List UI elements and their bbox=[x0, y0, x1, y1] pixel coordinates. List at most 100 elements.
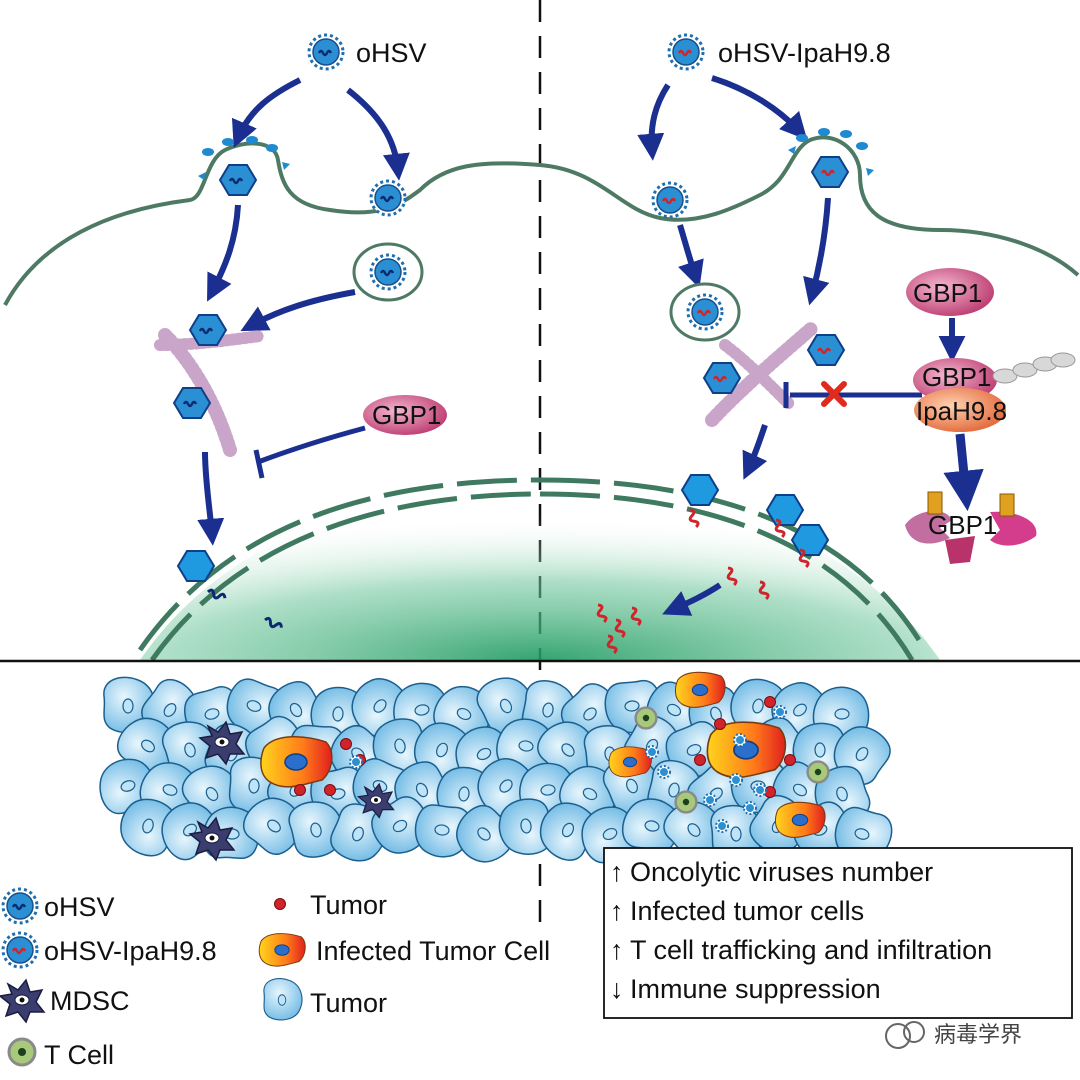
summary-arrow: ↓ bbox=[610, 974, 624, 1004]
summary-text: T cell trafficking and infiltration bbox=[630, 935, 992, 965]
legend-tumor-cell-icon bbox=[263, 977, 303, 1021]
capsid-icon bbox=[702, 361, 742, 395]
entry-arrow bbox=[711, 75, 808, 140]
empty-capsid-icon bbox=[766, 494, 804, 526]
gbp1-protein bbox=[906, 268, 994, 316]
inhibition-bar bbox=[253, 449, 265, 479]
microtubule bbox=[705, 321, 819, 427]
tumor-antigen-dot bbox=[764, 696, 776, 708]
summary-text: Immune suppression bbox=[630, 974, 881, 1004]
legend-item-label: oHSV-IpaH9.8 bbox=[44, 936, 217, 966]
empty-capsid-icon bbox=[681, 474, 719, 506]
nuclear-entry-arrow bbox=[662, 582, 722, 616]
blocked-x-icon bbox=[821, 381, 847, 407]
complex-ipah-label: IpaH9.8 bbox=[916, 396, 1007, 426]
microtubule bbox=[154, 328, 266, 457]
t-cell bbox=[634, 706, 658, 730]
watermark-text: 病毒学界 bbox=[934, 1022, 1022, 1047]
right-panel: oHSV-IpaH9.8 GBP1 bbox=[593, 33, 1076, 656]
infected-tumor-cell bbox=[706, 721, 787, 779]
t-cell bbox=[806, 760, 830, 784]
ohsv-virus-icon bbox=[307, 33, 345, 71]
summary-text: Infected tumor cells bbox=[630, 896, 864, 926]
degraded-gbp1 bbox=[905, 491, 1037, 564]
cell-membrane bbox=[3, 135, 1080, 306]
legend-ohsv-icon bbox=[1, 887, 39, 925]
gbp1-top-label: GBP1 bbox=[913, 278, 982, 308]
ohsv-virus-icon bbox=[369, 253, 407, 291]
entry-arrow bbox=[231, 77, 302, 148]
capsid-icon bbox=[806, 333, 846, 367]
legend-ohsv-ipah-icon bbox=[1, 931, 39, 969]
degradation-arrow bbox=[943, 433, 984, 512]
degraded-gbp1-label: GBP1 bbox=[928, 510, 997, 540]
summary-arrow: ↑ bbox=[610, 857, 624, 887]
gbp1-label: GBP1 bbox=[372, 400, 441, 430]
virus-particle bbox=[743, 801, 757, 815]
tumor-antigen-dot bbox=[340, 738, 352, 750]
legend-item-label: oHSV bbox=[44, 892, 115, 922]
virus-particle bbox=[715, 819, 729, 833]
gbp1-protein bbox=[363, 395, 447, 435]
watermark: 病毒学界 bbox=[885, 1021, 1022, 1049]
nuclear-entry-arrow bbox=[197, 451, 225, 546]
infected-tumor-cell bbox=[674, 671, 726, 708]
infected-tumor-cell bbox=[774, 801, 826, 838]
complex-gbp1-label: GBP1 bbox=[922, 362, 991, 392]
ohsv-ipah-virus-icon bbox=[686, 293, 724, 331]
legend-item-label: Infected Tumor Cell bbox=[316, 936, 550, 966]
nuclear-entry-arrow bbox=[742, 424, 768, 480]
legend-item-label: Tumor bbox=[310, 890, 387, 920]
capsid-icon bbox=[172, 386, 212, 420]
legend-item-label: T Cell bbox=[44, 1040, 114, 1070]
tumor-antigen-dot bbox=[294, 784, 306, 796]
ipah-protein bbox=[914, 388, 1006, 432]
transport-arrow bbox=[803, 197, 831, 306]
summary-box: ↑ Oncolytic viruses number ↑ Infected tu… bbox=[603, 847, 1073, 1019]
capsid-icon bbox=[218, 163, 258, 197]
nucleus bbox=[137, 477, 940, 662]
virus-particle bbox=[729, 773, 743, 787]
left-panel: oHSV GBP1 bbox=[154, 33, 447, 632]
summary-arrow: ↑ bbox=[610, 896, 624, 926]
ohsv-top-label: oHSV bbox=[356, 38, 427, 68]
infected-tumor-cell bbox=[260, 735, 333, 788]
legend-item-label: MDSC bbox=[50, 986, 130, 1016]
tumor-antigen-dot bbox=[324, 784, 336, 796]
summary-arrow: ↑ bbox=[610, 935, 624, 965]
virus-particle bbox=[753, 783, 767, 797]
capsid-icon bbox=[188, 313, 228, 347]
empty-capsid-icon bbox=[791, 524, 829, 556]
legend-red-dot-icon bbox=[274, 898, 286, 910]
capsid-icon bbox=[810, 155, 850, 189]
transport-arrow bbox=[240, 289, 356, 332]
legend-mdsc-icon bbox=[0, 979, 45, 1023]
empty-capsid-icon bbox=[177, 550, 215, 582]
virus-particle bbox=[349, 755, 363, 769]
virus-particle bbox=[645, 745, 659, 759]
summary-text: Oncolytic viruses number bbox=[630, 857, 933, 887]
tumor-antigen-dot bbox=[694, 754, 706, 766]
ohsv-ipah-top-label: oHSV-IpaH9.8 bbox=[718, 38, 891, 68]
ohsv-ipah-virus-icon bbox=[651, 181, 689, 219]
transport-arrow bbox=[677, 224, 704, 289]
ohsv-ipah-virus-icon bbox=[667, 33, 705, 71]
glycoprotein-icon bbox=[788, 128, 874, 176]
legend-item-label: Tumor bbox=[310, 988, 387, 1018]
virus-particle bbox=[703, 793, 717, 807]
t-cell bbox=[674, 790, 698, 814]
tumor-antigen-dot bbox=[784, 754, 796, 766]
virus-particle bbox=[733, 733, 747, 747]
entry-arrow bbox=[346, 87, 410, 181]
ubiquitin-chain bbox=[992, 352, 1076, 384]
virus-particle bbox=[657, 765, 671, 779]
entry-arrow bbox=[637, 83, 671, 161]
tumor-tissue bbox=[91, 667, 898, 874]
ohsv-virus-icon bbox=[369, 179, 407, 217]
legend-infected-tumor-cell-icon bbox=[258, 933, 306, 967]
virus-particle bbox=[773, 705, 787, 719]
legend-t-cell-icon bbox=[7, 1037, 37, 1067]
glycoprotein-icon bbox=[198, 136, 290, 180]
inhibition-line bbox=[257, 425, 366, 465]
